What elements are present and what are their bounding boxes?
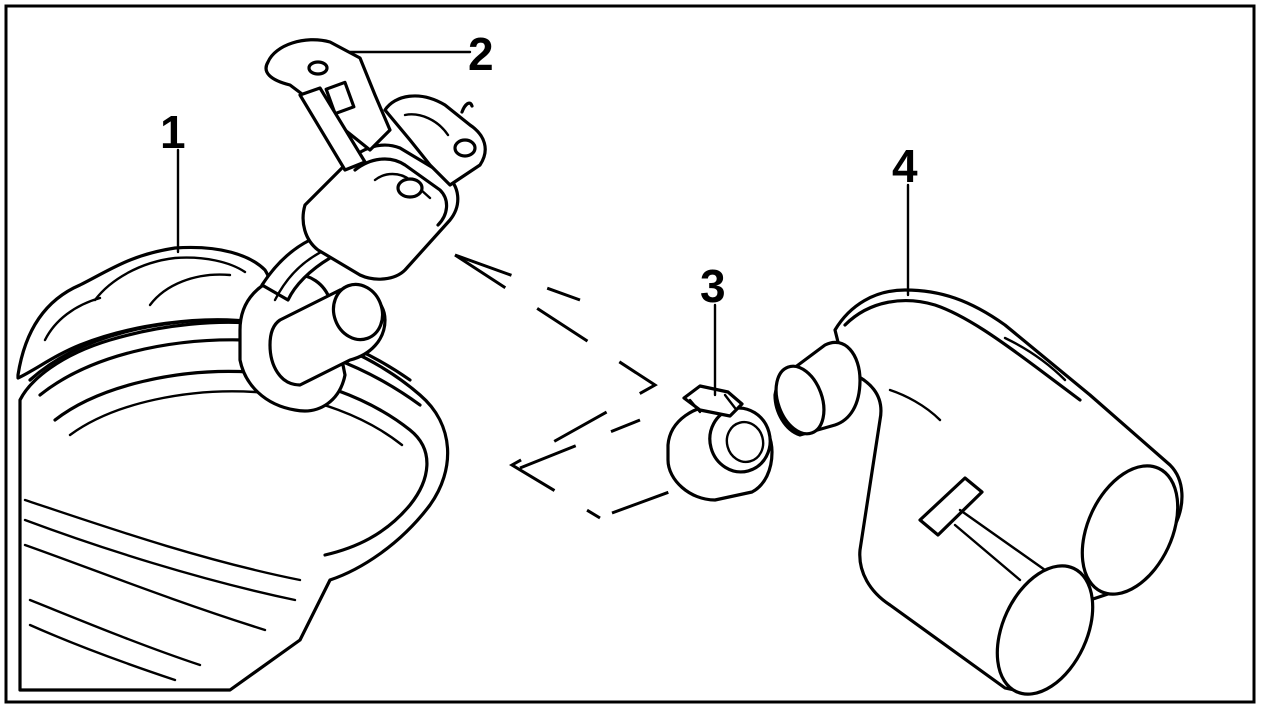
callout-2: 2	[468, 28, 494, 80]
tailpipe-part	[773, 288, 1184, 696]
alignment-lines	[454, 253, 681, 520]
hanger-part	[264, 38, 487, 281]
callout-4: 4	[892, 140, 918, 192]
clamp-part	[666, 384, 774, 502]
leader-lines	[176, 50, 910, 397]
callout-3: 3	[700, 260, 726, 312]
callout-1: 1	[160, 106, 186, 158]
